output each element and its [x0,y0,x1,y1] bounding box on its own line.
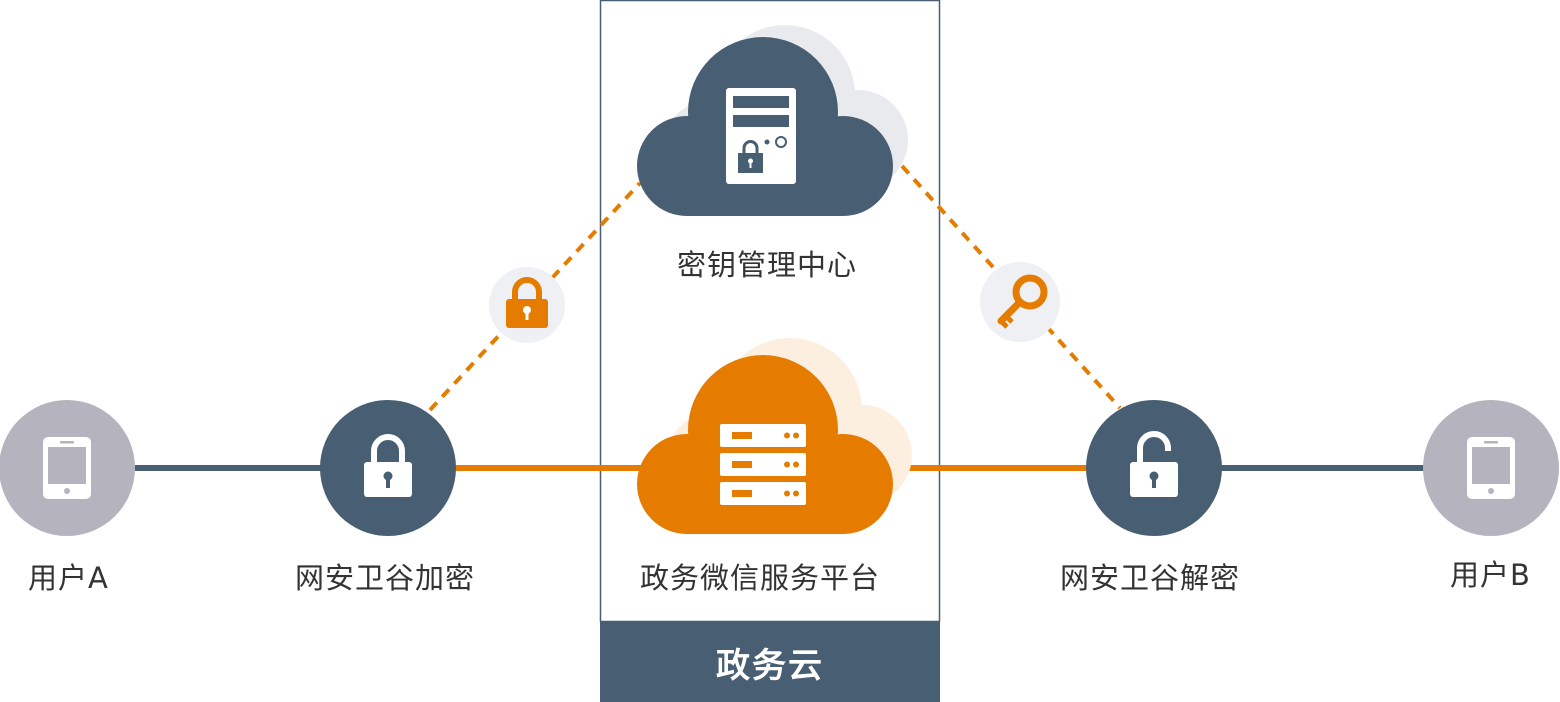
decrypt-label: 网安卫谷解密 [1060,561,1241,595]
padlock-icon [489,267,565,343]
encrypt-label: 网安卫谷加密 [295,561,476,595]
user-b-label: 用户B [1450,558,1531,592]
key-center-label: 密钥管理中心 [677,248,858,282]
gov-cloud-label: 政务云 [716,645,824,686]
service-platform-label: 政务微信服务平台 [640,561,881,595]
server-rack-icon [720,424,806,505]
phone-icon [1423,400,1559,536]
secure-server-icon [726,88,796,184]
user-a-label: 用户A [28,561,109,595]
gov-cloud-zone-frame [599,0,941,623]
lock-open-icon [1086,400,1222,536]
dashed-link-encrypt-keycenter [428,181,642,412]
phone-icon [0,400,135,536]
lock-closed-icon [320,400,456,536]
gov-cloud-bar: 政务云 [600,622,940,702]
key-icon [980,262,1060,342]
